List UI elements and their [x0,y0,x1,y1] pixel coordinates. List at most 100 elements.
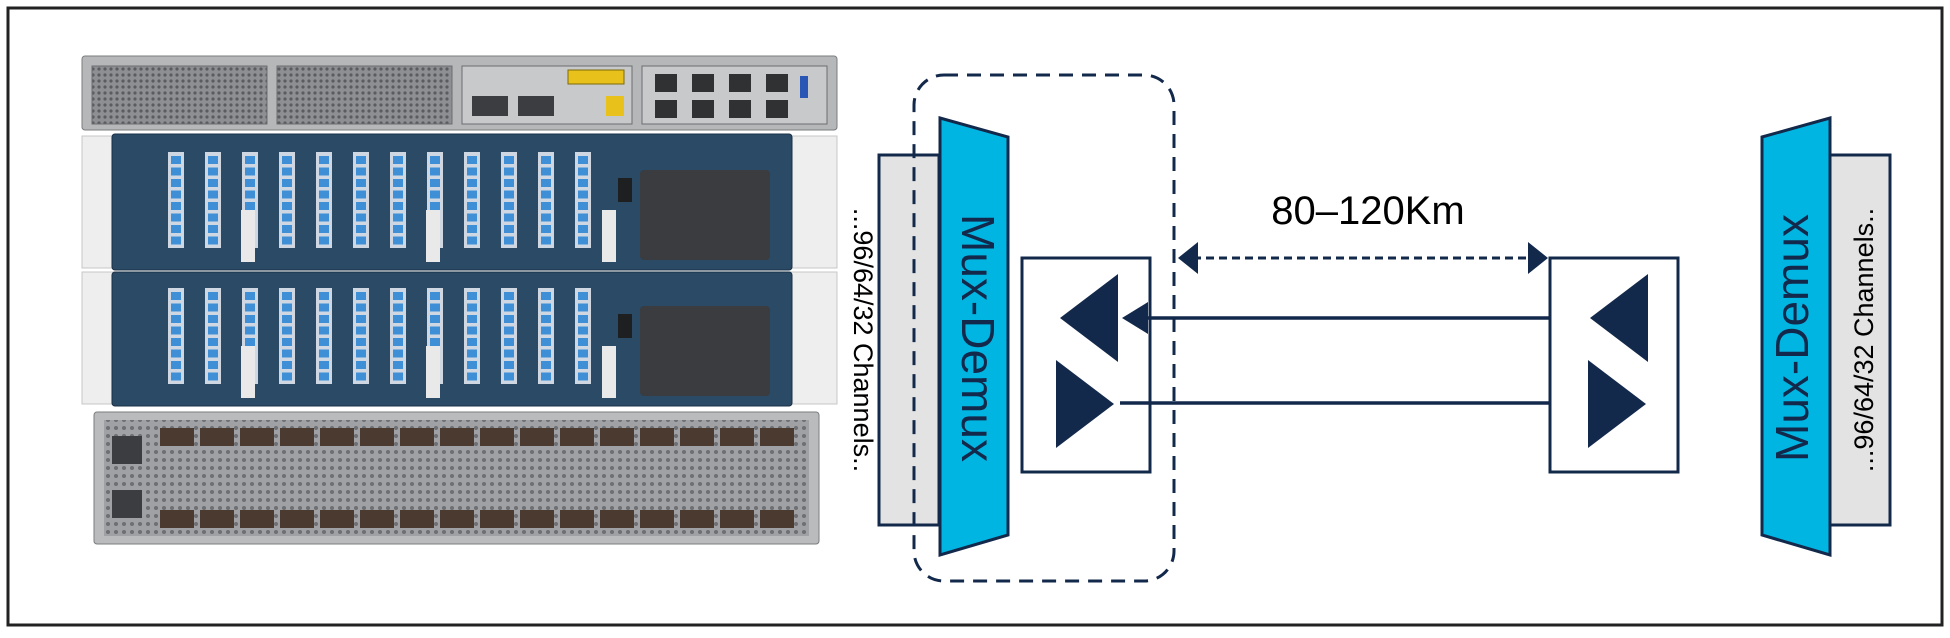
fiber-port [319,236,329,245]
fiber-port [578,236,588,245]
mux-panel-2 [81,271,838,407]
fiber-port [319,315,329,323]
fiber-port [356,202,366,210]
fiber-port [393,167,403,176]
fiber-port [467,190,477,199]
fiber-port [356,326,366,335]
fiber-port [541,202,551,210]
fiber-port [245,179,255,187]
fiber-port [282,303,292,312]
fiber-port [245,167,255,176]
fiber-port [319,349,329,358]
fiber-port [282,236,292,245]
fiber-port [356,236,366,245]
fiber-slot-column [168,288,184,384]
fiber-port [578,167,588,176]
fiber-port [208,179,218,187]
fiber-port [319,225,329,233]
fiber-port [393,315,403,323]
fiber-port [541,372,551,381]
fiber-port [430,338,440,346]
fiber-port [319,156,329,164]
fiber-port [541,292,551,300]
fiber-slot-column [538,152,554,248]
fiber-port [578,156,588,164]
fiber-port [282,202,292,210]
right-mux-demux [1760,116,1832,558]
fiber-port [578,349,588,358]
fiber-port [356,225,366,233]
fiber-port [356,315,366,323]
right-amplifier-box [1548,256,1680,474]
fiber-port [319,179,329,187]
fiber-port [541,236,551,245]
fiber-slot-column [316,152,332,248]
fiber-port [578,292,588,300]
fiber-port [208,156,218,164]
upper-link-arrowhead [1122,302,1148,334]
fiber-port [467,372,477,381]
fiber-port [208,225,218,233]
fiber-port [282,326,292,335]
switch-port [760,510,794,528]
triangle-right-icon [1056,360,1114,448]
fiber-port [282,156,292,164]
fiber-port [393,179,403,187]
fiber-port [467,236,477,245]
fiber-port [541,338,551,346]
fiber-port [467,156,477,164]
fiber-port [504,190,514,199]
fiber-port [504,326,514,335]
fiber-port [504,179,514,187]
switch-port [440,428,474,446]
switch-port [680,510,714,528]
fiber-port [208,372,218,381]
bottom-switch-chassis [93,411,820,545]
fiber-port [393,236,403,245]
switch-port [600,428,634,446]
switch-port [520,510,554,528]
fiber-slot-column [575,152,591,248]
fiber-port [467,225,477,233]
fiber-port [541,167,551,176]
fiber-port [504,372,514,381]
fiber-port [467,167,477,176]
fiber-slot-column [205,152,221,248]
fiber-port [245,326,255,335]
fiber-port [208,338,218,346]
fiber-port [467,361,477,369]
fiber-port [171,202,181,210]
switch-port [760,428,794,446]
fiber-port [208,315,218,323]
fiber-slot-column [575,288,591,384]
fiber-port [430,202,440,210]
fiber-port [467,213,477,222]
fiber-port [356,349,366,358]
fiber-port [356,167,366,176]
fiber-port [282,167,292,176]
fiber-port [541,303,551,312]
fiber-port [504,338,514,346]
fiber-port [541,156,551,164]
fiber-port [245,156,255,164]
fiber-port [356,303,366,312]
fiber-port [319,326,329,335]
fiber-port [578,202,588,210]
fiber-port [541,361,551,369]
fiber-slot-column [205,288,221,384]
fiber-port [541,179,551,187]
switch-port [600,510,634,528]
fiber-port [171,292,181,300]
switch-port [360,510,394,528]
fiber-port [319,202,329,210]
fiber-port [393,326,403,335]
switch-port [160,510,194,528]
fiber-port [578,179,588,187]
fiber-port [171,372,181,381]
fiber-slot-column [353,152,369,248]
fiber-port [171,349,181,358]
fiber-port [208,349,218,358]
fiber-port [208,213,218,222]
right-mux-label: Mux-Demux [1766,214,1818,462]
